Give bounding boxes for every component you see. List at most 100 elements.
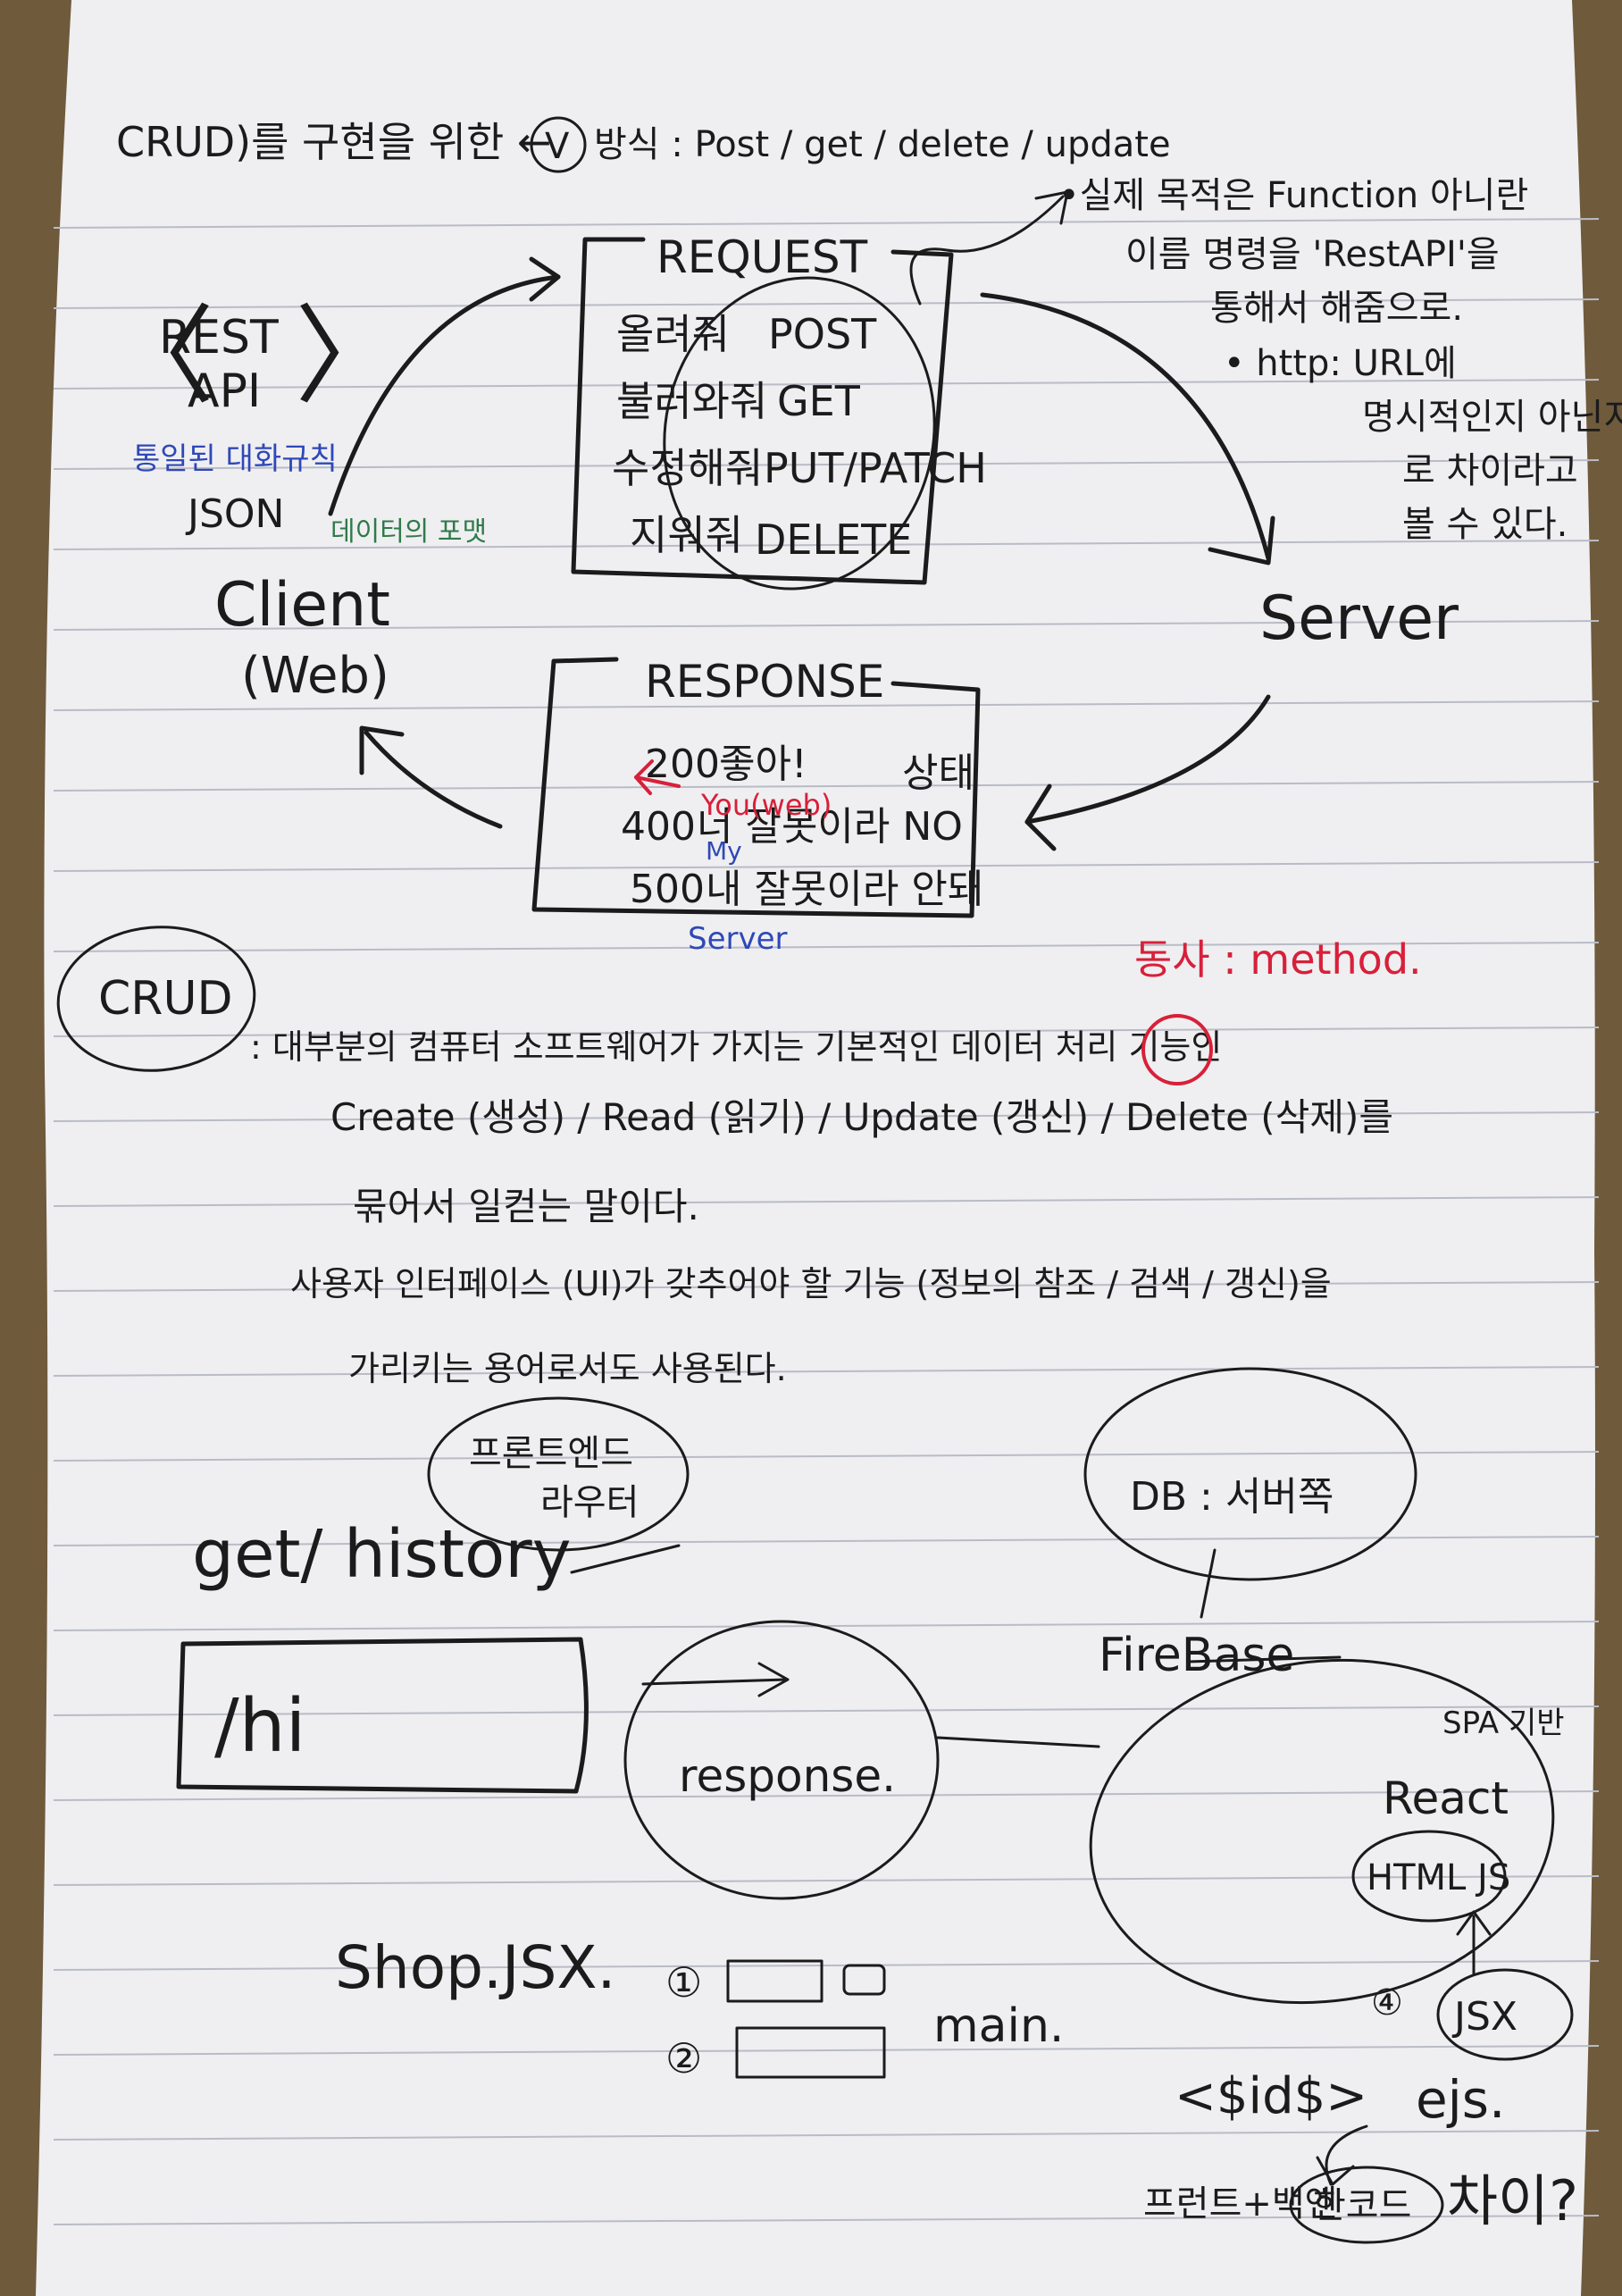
side-note-line5: 명시적인지 아닌지 (1362, 397, 1622, 438)
response-row-text: 내 잘못이라 안돼 (706, 867, 983, 912)
request-row-method: DELETE (755, 515, 912, 564)
request-row-korean: 지워줘 (630, 511, 743, 559)
bottom-question-prefix: 프런트+백엔 (1143, 2183, 1338, 2225)
arrow-response-to-client-head (359, 725, 405, 775)
router-bubble-line2: 라우터 (540, 1482, 639, 1523)
html-js-label: HTML JS (1367, 1857, 1510, 1898)
shop-jsx-label: Shop.JSX. (335, 1933, 616, 2002)
side-note-line2: 이름 명령을 'RestAPI'을 (1125, 234, 1500, 275)
title-prefix: CRUD)를 구현을 위한 ← (116, 118, 551, 166)
response-row-code: 400 (621, 804, 696, 850)
crud-verb-note: 동사 : method. (1134, 935, 1422, 984)
arrow-response-to-client (364, 730, 503, 829)
response-bubble (623, 1620, 940, 1900)
request-title: REQUEST (656, 231, 868, 283)
request-row-method: GET (777, 377, 861, 425)
response-title: RESPONSE (645, 656, 884, 708)
list-item-1-small-box (842, 1964, 886, 1996)
list-item-1-box (726, 1959, 824, 2003)
hi-box (176, 1637, 589, 1794)
request-row-korean: 올려줘 (616, 310, 730, 358)
arrow-client-to-request (328, 274, 561, 516)
response-row-code: 200 (645, 742, 720, 787)
jsx-label: JSX (1451, 1994, 1517, 2040)
arrow-request-to-server (980, 292, 1271, 561)
ejs-arrow (1316, 2124, 1368, 2186)
link-line-hi-to-fb (936, 1736, 1100, 1748)
rest-label-line2: API (188, 365, 261, 418)
get-history-underline (570, 1544, 681, 1574)
crud-circle (56, 926, 256, 1072)
jsx-arrow (1456, 1910, 1492, 1976)
cycle-arrows (328, 190, 1275, 851)
db-arrow (1200, 1548, 1216, 1619)
side-note-line3: 통해서 해줌으로. (1210, 288, 1463, 329)
crud-line3: 묶어서 일컫는 말이다. (353, 1185, 699, 1228)
response-row-code: 500 (630, 867, 705, 912)
title-v-mark: V (545, 126, 570, 167)
request-rows: 올려줘 POST 불러와줘 GET 수정해줘 PUT/PATCH 지워줘 DEL… (612, 310, 987, 564)
response-box (531, 657, 981, 918)
request-row-korean: 수정해줘 (612, 444, 763, 492)
v-mark-circle (530, 116, 587, 173)
crud-line2: Create (생성) / Read (읽기) / Update (갱신) / … (330, 1095, 1393, 1139)
spa-label: SPA 기반 (1442, 1705, 1565, 1741)
rest-label-line1: REST (159, 311, 279, 365)
side-note-line6: 로 차이라고 (1402, 450, 1578, 491)
client-label: Client (214, 570, 390, 641)
firebase-label: FireBase (1099, 1629, 1294, 1682)
ejs-tag: <$id$> (1175, 2067, 1367, 2125)
get-history: get/ history (192, 1516, 572, 1593)
response-row-right: 상태 (902, 750, 974, 796)
arrow-request-to-note-head (1034, 190, 1069, 225)
spa-bubble (1089, 1658, 1555, 2005)
arrow-client-to-request-head (529, 256, 561, 302)
server-label: Server (1259, 583, 1459, 654)
crud-line1: : 대부분의 컴퓨터 소프트웨어가 가지는 기본적인 데이터 처리 기능인 (250, 1027, 1222, 1067)
request-box (571, 237, 954, 585)
rest-note-json: JSON (185, 491, 284, 537)
side-note-line1: •실제 목적은 Function 아니란 (1058, 175, 1528, 216)
paper-sheet (36, 0, 1595, 2296)
firebase-underline (1186, 1655, 1342, 1663)
hi-box-label: /hi (214, 1684, 305, 1769)
crud-line5: 가리키는 용어로서도 사용된다. (348, 1349, 787, 1388)
request-row-method: PUT/PATCH (764, 444, 987, 492)
bottom-question-circled: 한코드 (1313, 2185, 1411, 2226)
crud-circled-label: CRUD (98, 972, 233, 1026)
request-method-circle (663, 276, 936, 591)
response-red-note: You(web) (700, 788, 832, 822)
rest-bracket-right: 〉 (295, 295, 402, 419)
react-label: React (1383, 1772, 1509, 1824)
response-red-arrow (634, 759, 681, 795)
main-label: main. (933, 1999, 1064, 2053)
arrow-request-to-note (909, 195, 1065, 306)
response-row-text: 너 잘못이라 NO (697, 804, 963, 850)
jsx-circle (1436, 1968, 1574, 2061)
arrow-request-to-server-head (1208, 515, 1275, 566)
bottom-question-suffix: 차이? (1447, 2168, 1578, 2233)
list-item-1-num: ① (665, 1958, 702, 2007)
response-blue-note: My (706, 836, 742, 866)
request-row-korean: 불러와줘 (616, 377, 767, 425)
response-rows: 200 좋아! 상태 400 너 잘못이라 NO 500 내 잘못이라 안돼 (621, 742, 983, 912)
crud-line4: 사용자 인터페이스 (UI)가 갖추어야 할 기능 (정보의 참조 / 검색 /… (290, 1264, 1332, 1303)
db-bubble-label: DB : 서버쪽 (1130, 1474, 1334, 1520)
bottom-question-circle (1289, 2166, 1444, 2244)
db-bubble (1083, 1367, 1417, 1581)
side-note-line7: 볼 수 있다. (1402, 504, 1568, 545)
request-row-method: POST (768, 310, 877, 358)
response-bubble-arrow (641, 1662, 790, 1697)
html-js-circle (1351, 1830, 1507, 1923)
rest-note-blue: 통일된 대화규칙 (132, 441, 338, 477)
title-methods: 방식 : Post / get / delete / update (594, 124, 1171, 165)
rest-bracket-left: 〈 (107, 295, 214, 419)
client-sub-label: (Web) (241, 647, 389, 705)
verb-circle (1141, 1014, 1213, 1085)
response-row-text: 좋아! (719, 742, 807, 787)
rest-note-green: 데이터의 포맷 (330, 516, 487, 548)
arrow-server-to-response (1024, 694, 1271, 825)
side-note: •실제 목적은 Function 아니란 이름 명령을 'RestAPI'을 통… (1058, 175, 1622, 545)
response-bubble-label: response. (679, 1750, 896, 1802)
